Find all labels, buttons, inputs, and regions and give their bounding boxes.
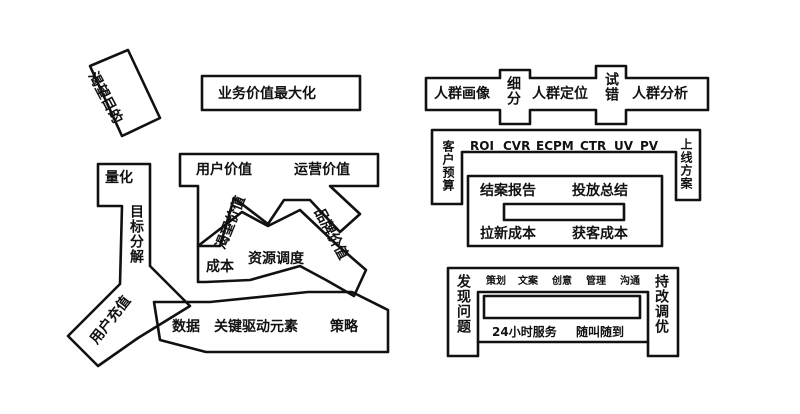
shape-value-box	[178, 152, 380, 248]
bottom-tag-5: 沟通	[620, 276, 640, 287]
inner-bottom-right-label: 获客成本	[572, 226, 628, 242]
shape-left-column	[66, 162, 192, 368]
bottom-tag-3: 创意	[552, 276, 572, 287]
bottom-line-right-label: 随叫随到	[576, 325, 625, 339]
metric-cvr: CVR	[503, 139, 531, 153]
bottom-line-left-label: 24小时服务	[492, 325, 557, 339]
value-box-left-label: 用户价值	[196, 162, 252, 178]
metric-ecpm: ECPM	[536, 139, 574, 153]
bottom-right-vertical-label: 持改调优	[653, 274, 669, 334]
base1-label: 成本	[206, 259, 234, 275]
shape-inner-bar	[502, 202, 626, 222]
bottom-tag-2: 文案	[518, 276, 538, 287]
inner-bottom-left-label: 拉新成本	[480, 226, 536, 242]
mid-right-vertical-label: 上线方案	[679, 138, 693, 190]
top-row-item-5: 人群分析	[632, 86, 688, 102]
bottom-mid1-label: 数据	[172, 319, 200, 335]
shape-top-note-box	[88, 48, 162, 138]
inner-top-right-label: 投放总结	[572, 183, 628, 199]
shape-triangle-arms	[196, 208, 368, 298]
shape-bottom-band	[152, 290, 390, 354]
metric-pv: PV	[640, 139, 659, 153]
inner-top-left-label: 结案报告	[480, 183, 536, 199]
left-col-mid-label: 目标分解	[128, 204, 144, 264]
shape-mid-frame	[430, 128, 702, 206]
metric-ctr: CTR	[580, 139, 607, 153]
top-row-item-3: 人群定位	[532, 86, 588, 102]
value-box-right-label: 运营价值	[294, 162, 350, 178]
shape-top-row	[424, 64, 710, 126]
top-box-label: 业务价值最大化	[218, 86, 316, 102]
top-row-item-2: 细分	[505, 76, 521, 106]
bottom-tag-4: 管理	[586, 276, 606, 287]
metric-roi: ROI	[470, 139, 494, 153]
bottom-mid3-label: 策略	[330, 319, 358, 335]
shape-inner-frame	[466, 174, 664, 248]
shape-bottom-inner-bar	[482, 294, 642, 320]
metric-uv: UV	[614, 139, 634, 153]
mid-left-vertical-label: 客户预算	[441, 140, 455, 192]
base2-label: 资源调度	[248, 251, 304, 267]
top-row-item-4: 试错	[603, 72, 619, 102]
shape-bottom-frame	[446, 266, 680, 358]
top-row-item-1: 人群画像	[434, 86, 490, 102]
bottom-mid2-label: 关键驱动元素	[214, 319, 298, 335]
left-col-top-label: 量化	[105, 170, 133, 186]
shape-top-box	[200, 74, 362, 112]
bottom-tag-1: 策划	[486, 276, 506, 287]
bottom-left-vertical-label: 发现问题	[455, 274, 471, 334]
